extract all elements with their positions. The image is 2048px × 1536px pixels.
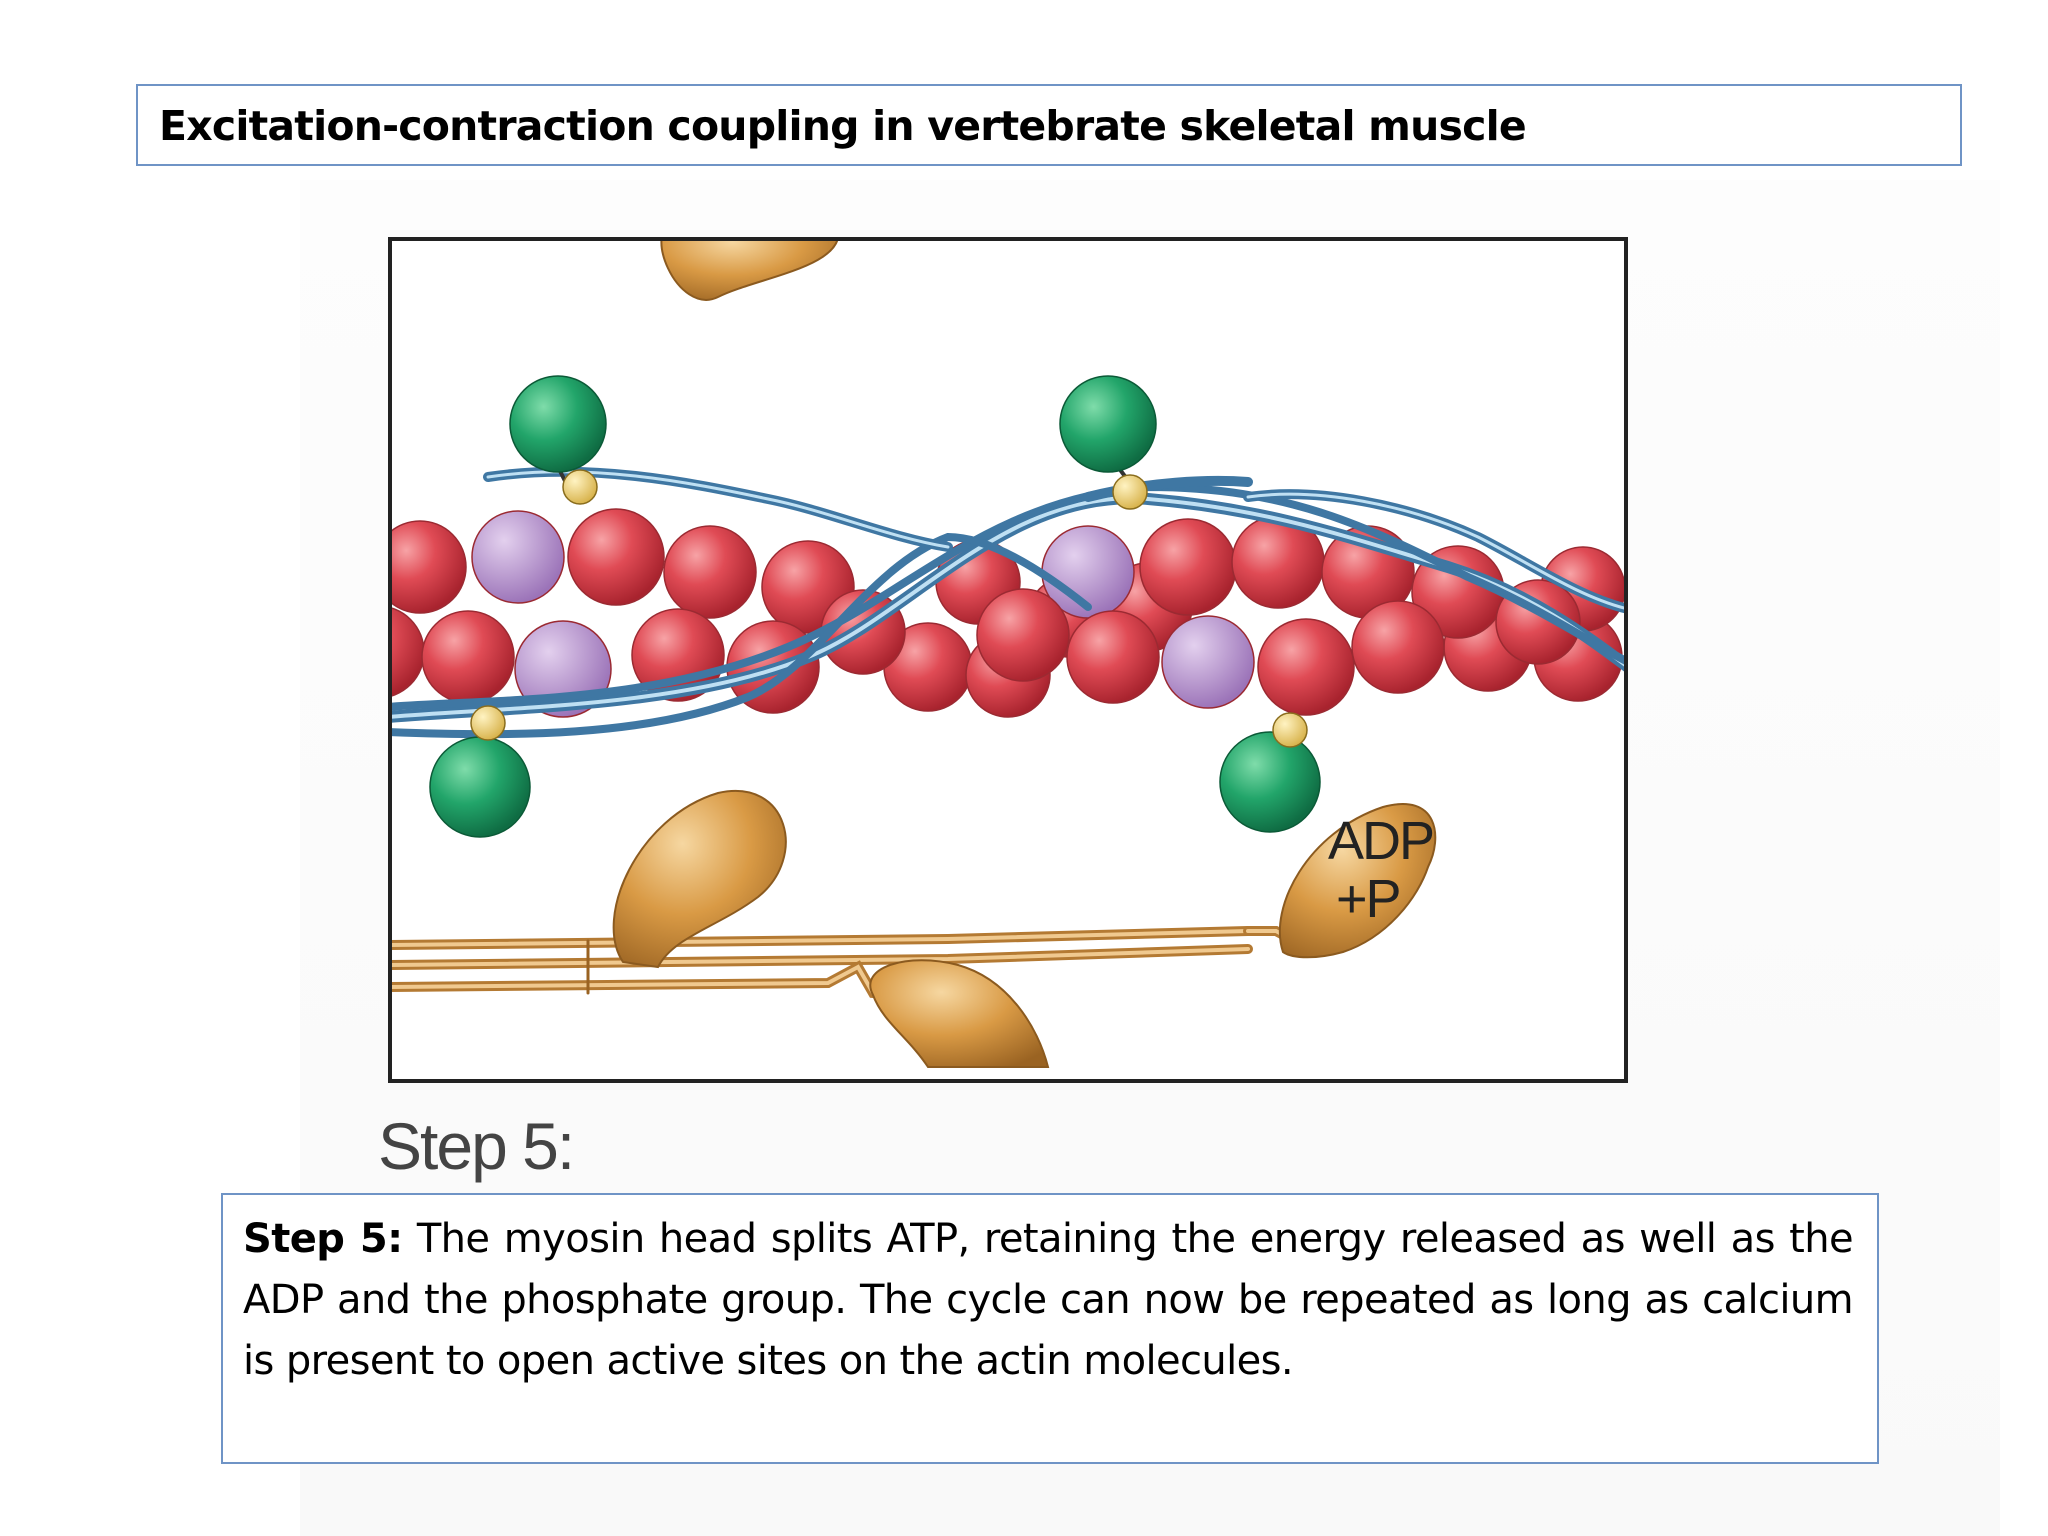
- troponin-yellow-2: [1112, 474, 1148, 510]
- troponin-yellow-4: [1272, 712, 1308, 748]
- troponin-green-4: [1219, 731, 1321, 833]
- description-text: Step 5: The myosin head splits ATP, reta…: [243, 1209, 1854, 1392]
- troponin-yellow-3: [470, 705, 506, 741]
- description-lead: Step 5:: [243, 1216, 403, 1262]
- muscle-diagram: ADP +P: [388, 237, 1628, 1083]
- myosin-head-top: [660, 240, 839, 301]
- myosin-head-right: [1278, 803, 1437, 959]
- adp-label: ADP: [1328, 811, 1433, 871]
- myosin-head-left: [612, 790, 787, 969]
- troponin-green-1: [509, 375, 607, 473]
- actin-filament: [391, 508, 1625, 718]
- figure-step-caption: Step 5:: [378, 1109, 575, 1183]
- tropomyosin-strands: [391, 466, 1625, 739]
- troponin-green-2: [1059, 375, 1157, 473]
- troponin-green-3: [429, 736, 531, 838]
- myosin-head-bottom: [869, 959, 1050, 1068]
- troponin-yellow-1: [562, 469, 598, 505]
- title-box: Excitation-contraction coupling in verte…: [136, 84, 1962, 166]
- troponin-complexes: [429, 375, 1321, 838]
- slide-title: Excitation-contraction coupling in verte…: [159, 102, 1527, 150]
- description-body: The myosin head splits ATP, retaining th…: [243, 1216, 1854, 1384]
- phosphate-label: +P: [1336, 869, 1400, 929]
- description-box: Step 5: The myosin head splits ATP, reta…: [221, 1193, 1879, 1464]
